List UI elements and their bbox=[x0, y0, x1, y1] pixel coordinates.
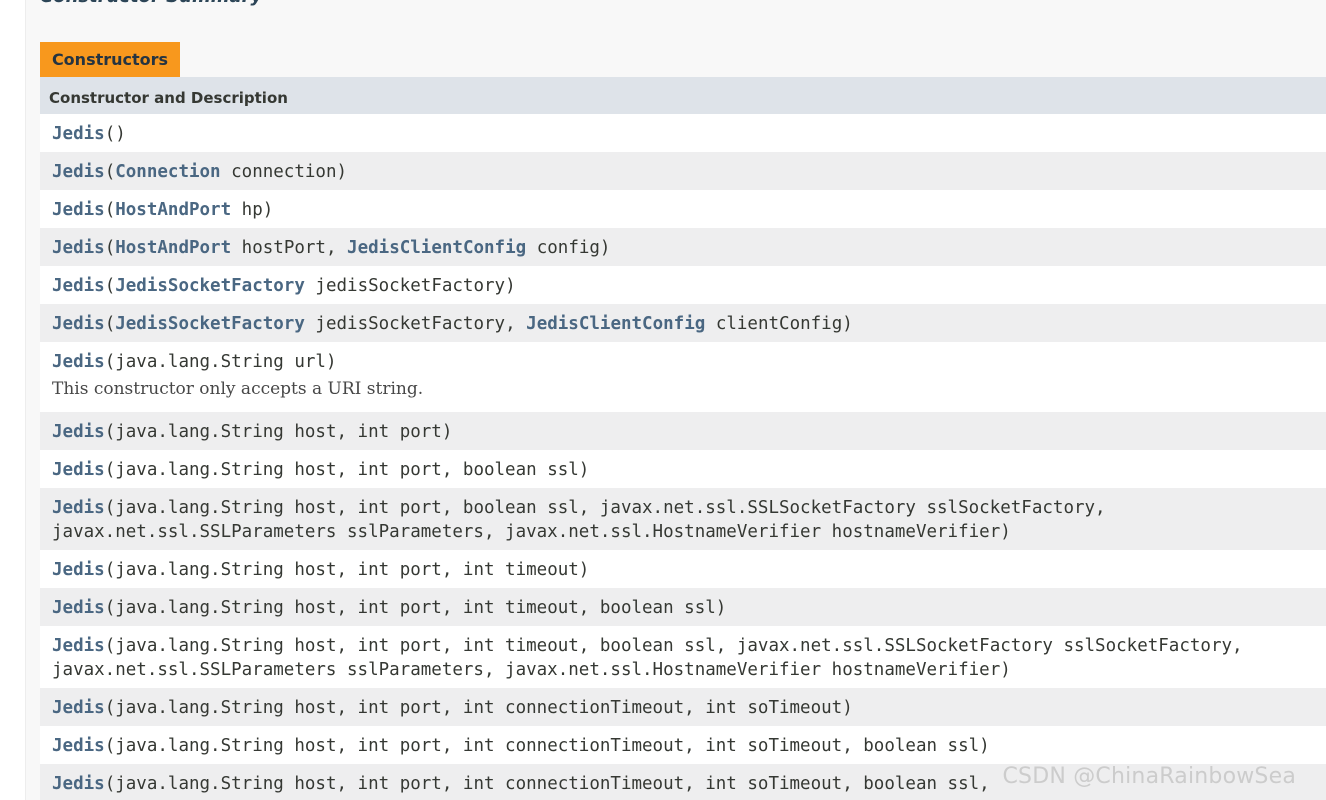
type-link[interactable]: Jedis bbox=[52, 124, 105, 144]
constructor-rows: Jedis()Jedis(Connection connection)Jedis… bbox=[40, 114, 1326, 800]
signature-line: Jedis(java.lang.String host, int port, i… bbox=[52, 696, 1326, 720]
constructor-row: Jedis(java.lang.String host, int port, i… bbox=[40, 550, 1326, 588]
signature-text: (java.lang.String url) bbox=[104, 352, 337, 372]
signature-line: Jedis(JedisSocketFactory jedisSocketFact… bbox=[52, 274, 1326, 298]
type-link[interactable]: Jedis bbox=[52, 352, 105, 372]
type-link[interactable]: Jedis bbox=[52, 498, 105, 518]
constructor-row: Jedis(java.lang.String host, int port) bbox=[40, 412, 1326, 450]
type-link[interactable]: Jedis bbox=[52, 560, 105, 580]
constructor-row: Jedis(HostAndPort hostPort, JedisClientC… bbox=[40, 228, 1326, 266]
signature-text: () bbox=[104, 124, 126, 144]
signature-text: (java.lang.String host, int port, int co… bbox=[104, 774, 990, 794]
signature-line: Jedis(java.lang.String host, int port, i… bbox=[52, 734, 1326, 758]
type-link[interactable]: Jedis bbox=[52, 736, 105, 756]
constructor-row: Jedis(Connection connection) bbox=[40, 152, 1326, 190]
signature-text: (java.lang.String host, int port, int ti… bbox=[104, 636, 1243, 656]
signature-line: Jedis(java.lang.String host, int port) bbox=[52, 420, 1326, 444]
signature-text: hostPort, bbox=[231, 238, 348, 258]
type-link[interactable]: JedisClientConfig bbox=[347, 238, 527, 258]
constructor-row: Jedis(java.lang.String host, int port, i… bbox=[40, 626, 1326, 688]
type-link[interactable]: Jedis bbox=[52, 162, 105, 182]
type-link[interactable]: Connection bbox=[115, 162, 221, 182]
signature-line: Jedis(HostAndPort hostPort, JedisClientC… bbox=[52, 236, 1326, 260]
signature-text: ( bbox=[104, 314, 116, 334]
signature-line: Jedis(java.lang.String host, int port, i… bbox=[52, 596, 1326, 620]
signature-text: ( bbox=[104, 276, 116, 296]
type-link[interactable]: Jedis bbox=[52, 636, 105, 656]
signature-text: (java.lang.String host, int port) bbox=[104, 422, 453, 442]
constructor-summary-table: Constructor and Description Jedis()Jedis… bbox=[40, 77, 1326, 800]
left-gutter bbox=[0, 0, 25, 800]
signature-line: Jedis(JedisSocketFactory jedisSocketFact… bbox=[52, 312, 1326, 336]
constructor-row: Jedis(java.lang.String host, int port, i… bbox=[40, 764, 1326, 800]
signature-text: javax.net.ssl.SSLParameters sslParameter… bbox=[52, 660, 1011, 680]
type-link[interactable]: Jedis bbox=[52, 460, 105, 480]
signature-line: javax.net.ssl.SSLParameters sslParameter… bbox=[52, 520, 1326, 544]
type-link[interactable]: HostAndPort bbox=[115, 200, 232, 220]
signature-text: (java.lang.String host, int port, boolea… bbox=[104, 460, 590, 480]
type-link[interactable]: Jedis bbox=[52, 276, 105, 296]
signature-text: (java.lang.String host, int port, int ti… bbox=[104, 560, 590, 580]
signature-text: clientConfig) bbox=[705, 314, 853, 334]
constructor-description: This constructor only accepts a URI stri… bbox=[52, 379, 424, 399]
signature-text: config) bbox=[526, 238, 611, 258]
signature-text: javax.net.ssl.SSLParameters sslParameter… bbox=[52, 522, 1011, 542]
signature-line: Jedis(HostAndPort hp) bbox=[52, 198, 1326, 222]
constructor-summary-heading: Constructor Summary bbox=[40, 0, 262, 8]
constructor-row: Jedis() bbox=[40, 114, 1326, 152]
type-link[interactable]: Jedis bbox=[52, 200, 105, 220]
constructor-row: Jedis(JedisSocketFactory jedisSocketFact… bbox=[40, 304, 1326, 342]
type-link[interactable]: Jedis bbox=[52, 598, 105, 618]
constructor-row: Jedis(java.lang.String host, int port, b… bbox=[40, 488, 1326, 550]
signature-text: (java.lang.String host, int port, int co… bbox=[104, 698, 853, 718]
signature-text: (java.lang.String host, int port, int co… bbox=[104, 736, 990, 756]
signature-text: (java.lang.String host, int port, int ti… bbox=[104, 598, 727, 618]
signature-text: ( bbox=[104, 238, 116, 258]
table-header: Constructor and Description bbox=[40, 77, 1326, 114]
signature-text: jedisSocketFactory) bbox=[304, 276, 516, 296]
type-link[interactable]: HostAndPort bbox=[115, 238, 232, 258]
watermark: CSDN @ChinaRainbowSea bbox=[1002, 764, 1296, 789]
signature-text: ( bbox=[104, 162, 116, 182]
signature-text: ( bbox=[104, 200, 116, 220]
signature-text: (java.lang.String host, int port, boolea… bbox=[104, 498, 1106, 518]
signature-line: Jedis(java.lang.String host, int port, b… bbox=[52, 458, 1326, 482]
signature-line: Jedis(java.lang.String url) bbox=[52, 350, 1326, 374]
signature-line: Jedis(Connection connection) bbox=[52, 160, 1326, 184]
type-link[interactable]: Jedis bbox=[52, 314, 105, 334]
constructor-row: Jedis(java.lang.String host, int port, i… bbox=[40, 588, 1326, 626]
type-link[interactable]: Jedis bbox=[52, 238, 105, 258]
constructor-row: Jedis(java.lang.String host, int port, i… bbox=[40, 688, 1326, 726]
type-link[interactable]: JedisSocketFactory bbox=[115, 314, 305, 334]
constructor-row: Jedis(java.lang.String url) This construc… bbox=[40, 342, 1326, 412]
signature-line: Jedis(java.lang.String host, int port, i… bbox=[52, 558, 1326, 582]
constructor-row: Jedis(HostAndPort hp) bbox=[40, 190, 1326, 228]
signature-line: Jedis() bbox=[52, 122, 1326, 146]
constructors-tab[interactable]: Constructors bbox=[40, 42, 180, 77]
signature-text: hp) bbox=[231, 200, 274, 220]
type-link[interactable]: Jedis bbox=[52, 698, 105, 718]
signature-text: connection) bbox=[220, 162, 348, 182]
signature-line: Jedis(java.lang.String host, int port, b… bbox=[52, 496, 1326, 520]
signature-line: javax.net.ssl.SSLParameters sslParameter… bbox=[52, 658, 1326, 682]
constructor-row: Jedis(java.lang.String host, int port, b… bbox=[40, 450, 1326, 488]
constructor-row: Jedis(java.lang.String host, int port, i… bbox=[40, 726, 1326, 764]
signature-line: Jedis(java.lang.String host, int port, i… bbox=[52, 634, 1326, 658]
type-link[interactable]: Jedis bbox=[52, 774, 105, 794]
type-link[interactable]: JedisSocketFactory bbox=[115, 276, 305, 296]
signature-line: Jedis(java.lang.String host, int port, i… bbox=[52, 772, 1326, 796]
signature-text: jedisSocketFactory, bbox=[304, 314, 527, 334]
type-link[interactable]: JedisClientConfig bbox=[526, 314, 706, 334]
type-link[interactable]: Jedis bbox=[52, 422, 105, 442]
constructor-row: Jedis(JedisSocketFactory jedisSocketFact… bbox=[40, 266, 1326, 304]
